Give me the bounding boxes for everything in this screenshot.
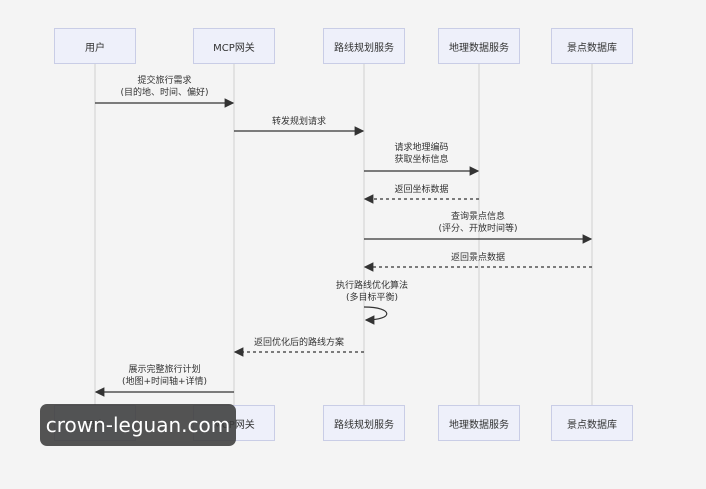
message-label-line: 返回坐标数据 — [394, 185, 449, 195]
message-label-line: 执行路线优化算法 — [335, 281, 409, 291]
message-label-line: 请求地理编码 — [394, 143, 449, 153]
message-label-line: 获取坐标信息 — [394, 155, 449, 165]
message-label: 查询景点信息 (评分、开放时间等) — [438, 211, 517, 235]
message-label: 展示完整旅行计划 (地图+时间轴+详情) — [122, 364, 207, 388]
message-label-line: 提交旅行需求 — [137, 76, 192, 86]
participant-box-top: 用户 — [54, 28, 136, 64]
message-label: 返回景点数据 — [451, 252, 505, 264]
message-label-line: 转发规划请求 — [271, 117, 327, 127]
participant-box-bottom: 路线规划服务 — [323, 405, 405, 441]
message-label-line: 查询景点信息 — [450, 212, 505, 222]
participant-box-top: MCP网关 — [193, 28, 275, 64]
participant-box-bottom: 景点数据库 — [551, 405, 633, 441]
watermark: crown-leguan.com — [40, 404, 236, 446]
message-label: 返回坐标数据 — [394, 184, 448, 196]
participant-box-top: 地理数据服务 — [438, 28, 520, 64]
message-label-line: (多目标平衡) — [345, 293, 399, 303]
participant-box-top: 路线规划服务 — [323, 28, 405, 64]
self-message-arrow — [363, 306, 388, 325]
message-label-line: (目的地、时间、偏好) — [120, 88, 209, 98]
message-label-line: 展示完整旅行计划 — [128, 365, 201, 375]
participant-box-bottom: 地理数据服务 — [438, 405, 520, 441]
message-label: 返回优化后的路线方案 — [254, 337, 344, 349]
participant-box-top: 景点数据库 — [551, 28, 633, 64]
message-label: 转发规划请求 — [272, 116, 326, 128]
message-label: 提交旅行需求 (目的地、时间、偏好) — [120, 75, 208, 99]
message-label: 执行路线优化算法 (多目标平衡) — [336, 280, 408, 304]
message-label-line: 返回景点数据 — [450, 253, 506, 263]
message-label-line: (地图+时间轴+详情) — [121, 377, 208, 387]
message-label-line: 返回优化后的路线方案 — [253, 338, 345, 348]
message-label: 请求地理编码获取坐标信息 — [394, 142, 448, 166]
message-label-line: (评分、开放时间等) — [438, 224, 518, 234]
